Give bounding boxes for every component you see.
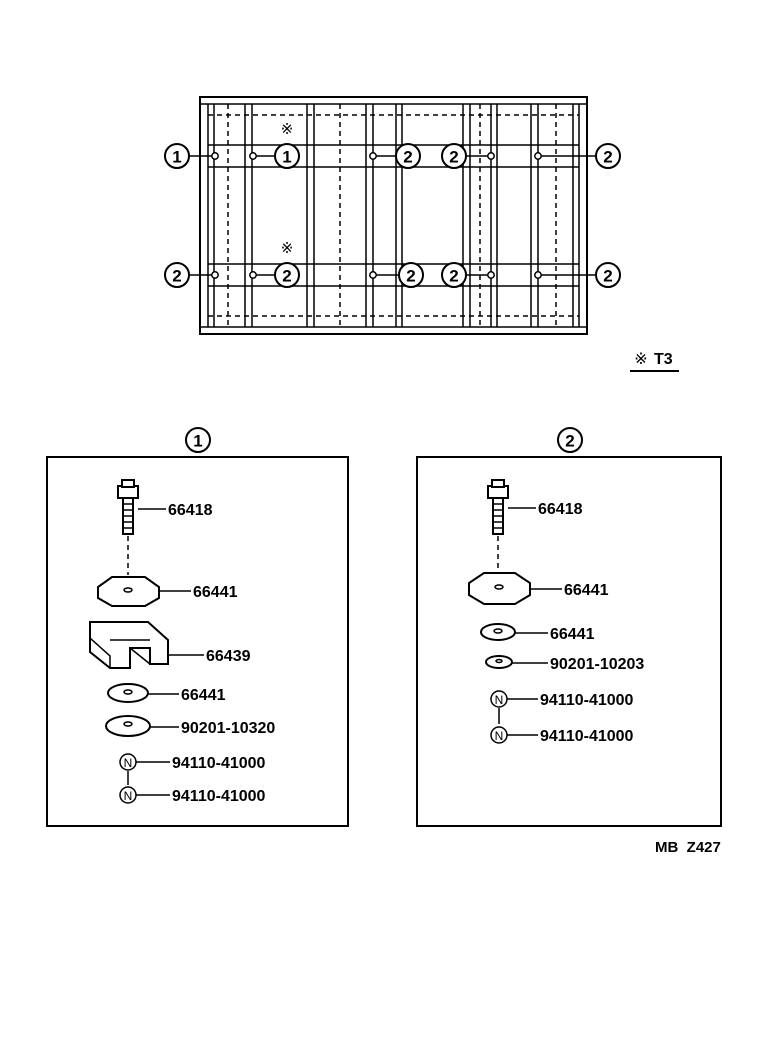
svg-text:N: N: [124, 756, 133, 770]
callout-2-top-a: 2: [395, 143, 421, 169]
part-label: 66441: [193, 584, 238, 601]
panel-2-box: [416, 456, 722, 827]
frame-top-view: 1 1 2 2 2 2 2 2: [164, 96, 621, 335]
part-label: 66418: [538, 501, 583, 518]
panel-1: 1 66418 66441: [46, 427, 349, 827]
svg-text:N: N: [495, 729, 504, 743]
octagon-plate-icon: [97, 576, 160, 607]
callout-1-inner-top: 1: [274, 143, 300, 169]
part-label: 90201-10203: [550, 656, 644, 673]
bracket-icon: [89, 621, 169, 669]
part-label: 94110-41000: [172, 755, 266, 772]
washer-icon: [107, 683, 149, 703]
callout-2-bottom-c: 2: [595, 262, 621, 288]
svg-text:2: 2: [449, 148, 458, 167]
part-label: 94110-41000: [172, 788, 266, 805]
part-label: 66441: [564, 582, 609, 599]
frame-members: [207, 104, 580, 327]
callout-2-left-bottom: 2: [164, 262, 190, 288]
svg-text:2: 2: [603, 148, 612, 167]
panel-1-box: [46, 456, 349, 827]
svg-text:2: 2: [282, 267, 291, 286]
washer-icon: [485, 655, 513, 669]
callout-1-left-top: 1: [164, 143, 190, 169]
callout-2-top-c: 2: [595, 143, 621, 169]
legend-t3: ※ T3: [630, 349, 679, 372]
nut-icon: N: [490, 726, 508, 744]
octagon-plate-icon: [468, 572, 531, 605]
part-label: 66418: [168, 502, 213, 519]
part-label: 94110-41000: [540, 728, 634, 745]
svg-text:1: 1: [172, 148, 181, 167]
callout-2-top-b: 2: [441, 143, 467, 169]
washer-icon: [105, 715, 151, 737]
nut-icon: N: [119, 753, 137, 771]
washer-icon: [480, 623, 516, 641]
callout-2-bottom-b: 2: [441, 262, 467, 288]
frame-outline: [199, 96, 588, 335]
callout-2-inner-bottom: 2: [274, 262, 300, 288]
svg-text:2: 2: [565, 432, 574, 451]
svg-text:2: 2: [603, 267, 612, 286]
part-label: 66441: [550, 626, 595, 643]
part-label: 94110-41000: [540, 692, 634, 709]
nut-icon: N: [119, 786, 137, 804]
nut-icon: N: [490, 690, 508, 708]
svg-text:1: 1: [282, 148, 291, 167]
svg-text:1: 1: [193, 432, 202, 451]
t3-mark-bottom: ※: [281, 239, 294, 257]
mount-holes: [211, 152, 542, 279]
callout-2-bottom-a: 2: [398, 262, 424, 288]
svg-text:2: 2: [172, 267, 181, 286]
part-label: 66439: [206, 648, 251, 665]
panel-1-header: 1: [185, 427, 211, 453]
svg-text:2: 2: [406, 267, 415, 286]
legend-text: T3: [654, 351, 673, 368]
t3-mark-top: ※: [281, 120, 294, 138]
panel-2: 2 66418 66441 66441: [416, 427, 722, 827]
svg-text:N: N: [124, 789, 133, 803]
diagram-code: MB Z427: [655, 839, 721, 856]
part-label: 90201-10320: [181, 720, 275, 737]
svg-text:N: N: [495, 693, 504, 707]
svg-text:2: 2: [403, 148, 412, 167]
part-label: 66441: [181, 687, 226, 704]
bolt-icon: [487, 479, 509, 535]
bolt-icon: [117, 479, 139, 535]
svg-text:2: 2: [449, 267, 458, 286]
svg-text:※: ※: [634, 349, 647, 368]
callout-leaders: [189, 155, 595, 276]
panel-2-header: 2: [557, 427, 583, 453]
